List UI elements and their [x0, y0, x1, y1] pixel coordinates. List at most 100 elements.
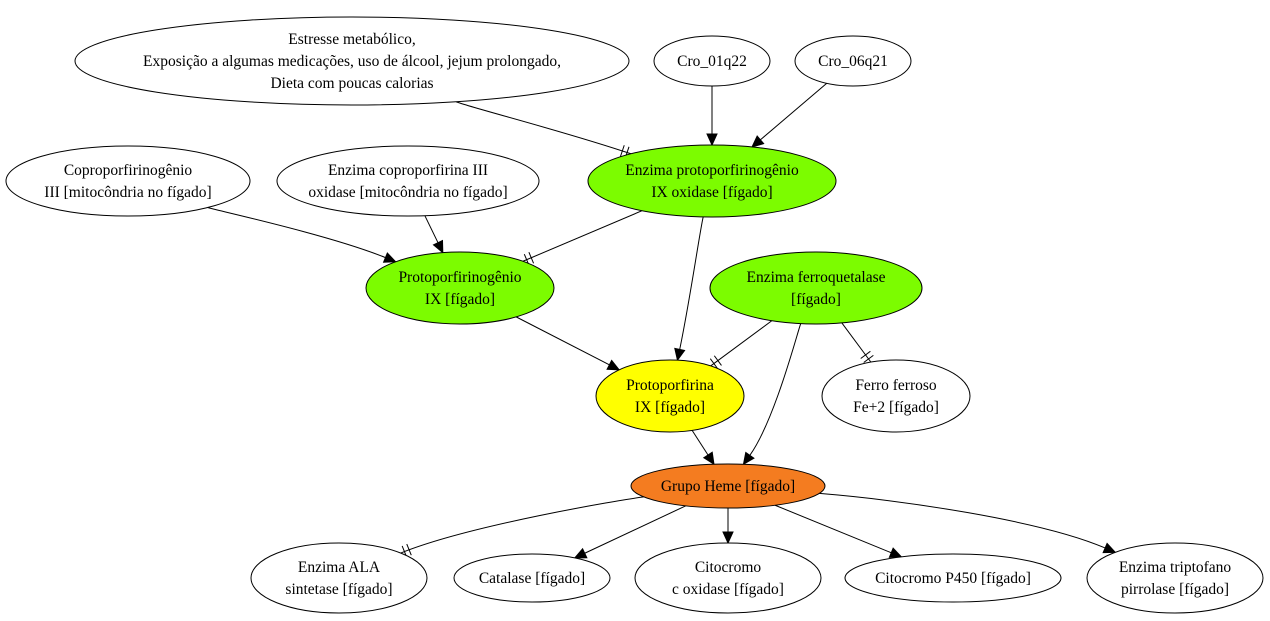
node-label: Enzima coproporfirina III	[328, 162, 488, 179]
node-label: Coproporfirinogênio	[64, 162, 193, 179]
edge-line	[515, 316, 610, 366]
inhibition-mark	[619, 145, 625, 157]
inhibition-mark	[860, 350, 871, 359]
node-label: Ferro ferroso	[855, 377, 937, 394]
node-label: IX [fígado]	[635, 399, 705, 416]
arrowhead	[1102, 542, 1117, 554]
node-label: Enzima ferroquetalase	[747, 269, 886, 286]
edge-cro06-ppox	[751, 82, 828, 148]
node-label: Protoporfirina	[626, 377, 714, 394]
edge-fech-ferro	[841, 322, 874, 363]
node-label: III [mitocôndria no fígado]	[44, 184, 211, 201]
edge-line	[400, 496, 644, 554]
inhibition-mark	[709, 358, 718, 369]
node-label: Dieta com poucas calorias	[270, 75, 433, 92]
node-cro01: Cro_01q22	[653, 35, 771, 87]
edge-fech-proto	[709, 320, 773, 369]
node-shape	[595, 359, 745, 433]
edge-line	[424, 215, 439, 243]
node-label: Enzima protoporfirinogênio	[625, 162, 799, 179]
node-label: Enzima ALA	[298, 559, 381, 576]
edge-line	[710, 320, 773, 367]
node-label: Cro_01q22	[677, 53, 747, 70]
node-shape	[1086, 542, 1264, 614]
node-catalase: Catalase [fígado]	[453, 553, 611, 603]
node-tdo: Enzima triptofano pirrolase [fígado]	[1086, 542, 1264, 614]
edge-line	[207, 207, 386, 259]
node-cro06: Cro_06q21	[794, 35, 912, 87]
inhibition-mark	[406, 543, 412, 556]
edge-line	[749, 323, 802, 456]
edge-heme-alas	[400, 496, 644, 558]
node-label: Citocromo P450 [fígado]	[875, 570, 1031, 587]
edge-heme-tdo	[819, 492, 1117, 554]
edge-line	[679, 216, 704, 350]
arrowhead	[702, 451, 715, 466]
node-shape	[74, 16, 630, 106]
edge-line	[584, 505, 687, 554]
inhibition-mark	[713, 355, 722, 366]
node-label: pirrolase [fígado]	[1121, 581, 1229, 598]
node-shape	[365, 251, 555, 325]
edge-protogen-proto	[515, 316, 621, 371]
node-cpox: Enzima coproporfirina III oxidase [mitocô…	[276, 145, 540, 217]
node-label: Estresse metabólico,	[288, 31, 415, 48]
node-label: sintetase [fígado]	[285, 581, 392, 598]
node-label: oxidase [mitocôndria no fígado]	[308, 184, 507, 201]
edge-fech-heme	[742, 323, 802, 466]
node-shape	[821, 359, 971, 433]
node-label: Exposição a algumas medicações, uso de á…	[143, 53, 561, 70]
node-shape	[630, 463, 826, 509]
edge-line	[841, 322, 872, 363]
node-label: Cro_06q21	[818, 53, 888, 70]
arrowhead	[722, 531, 734, 545]
node-shape	[653, 35, 771, 87]
node-cox: Citocromo c oxidase [fígado]	[634, 542, 822, 614]
node-shape	[250, 542, 428, 614]
arrowhead	[382, 252, 397, 263]
node-label: Citocromo	[695, 559, 762, 576]
arrowhead	[888, 547, 903, 558]
node-heme: Grupo Heme [fígado]	[630, 463, 826, 509]
arrowhead	[674, 347, 686, 362]
nodes-layer: Estresse metabólico, Exposição a algumas …	[5, 16, 1264, 614]
edges-layer	[207, 82, 1117, 559]
edge-cpox-protogen	[424, 215, 444, 254]
arrowhead	[706, 133, 718, 147]
node-shape	[709, 251, 923, 325]
edge-ppox-protogen	[522, 210, 643, 266]
edge-line	[691, 430, 709, 456]
node-fech: Enzima ferroquetalase[fígado]	[709, 251, 923, 325]
edge-heme-p450	[774, 504, 903, 558]
edge-line	[774, 504, 892, 554]
edge-heme-cox	[722, 508, 734, 545]
node-label: IX [fígado]	[425, 291, 495, 308]
node-shape	[794, 35, 912, 87]
arrowhead	[432, 239, 444, 254]
edge-copro-protogen	[207, 207, 397, 263]
node-shape	[587, 144, 837, 218]
edge-stress-ppox	[455, 101, 632, 159]
node-label: c oxidase [fígado]	[672, 581, 784, 598]
node-label: Grupo Heme [fígado]	[661, 478, 795, 495]
edge-line	[819, 492, 1106, 549]
node-shape	[844, 553, 1062, 603]
edge-line	[455, 101, 632, 155]
node-p450: Citocromo P450 [fígado]	[844, 553, 1062, 603]
edge-heme-catalase	[573, 505, 687, 559]
edge-cro01-ppox	[706, 86, 718, 147]
edge-line	[760, 82, 828, 141]
inhibition-mark	[528, 252, 535, 264]
edge-ppox-proto	[674, 216, 704, 362]
node-label: Enzima triptofano	[1119, 559, 1232, 576]
node-label: Catalase [fígado]	[479, 570, 585, 587]
arrowhead	[606, 359, 621, 371]
arrowhead	[751, 135, 765, 148]
node-label: Fe+2 [fígado]	[853, 399, 939, 416]
node-shape	[276, 145, 540, 217]
inhibition-mark	[863, 354, 874, 363]
